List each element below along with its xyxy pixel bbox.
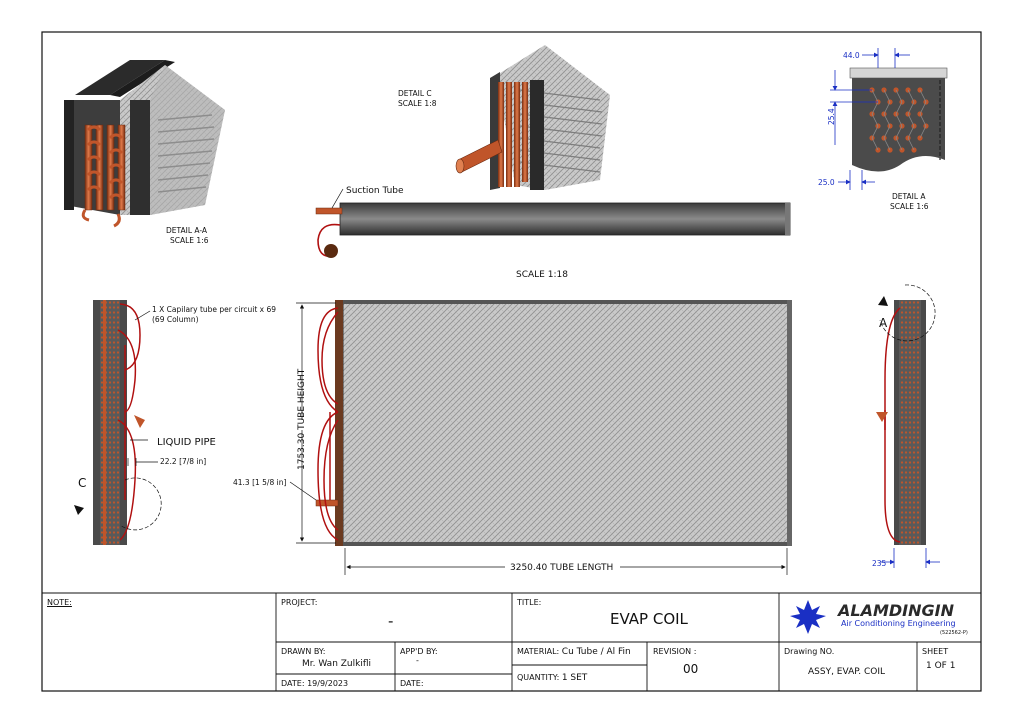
- detail-c-scale: SCALE 1:8: [398, 99, 437, 108]
- capillary-note-1: 1 X Capilary tube per circuit x 69: [152, 305, 276, 314]
- detail-a-view: [830, 48, 948, 190]
- drawing-no-value: ASSY, EVAP. COIL: [808, 667, 886, 677]
- quantity-row: QUANTITY: 1 SET: [517, 673, 587, 683]
- detail-a-title: DETAIL A: [892, 192, 926, 201]
- detail-aa-view: [64, 60, 225, 228]
- quantity-label: QUANTITY:: [517, 673, 560, 682]
- drawing-no-label: Drawing NO.: [784, 647, 835, 656]
- date-value: 19/9/2023: [307, 679, 349, 688]
- revision-value: 00: [683, 662, 699, 676]
- material-value: Cu Tube / Al Fin: [561, 647, 631, 657]
- section-c-label: C: [78, 476, 86, 490]
- tube-length-dim: 3250.40 TUBE LENGTH: [510, 563, 613, 573]
- detail-c-view: [455, 45, 610, 190]
- revision-label: REVISION :: [653, 647, 697, 656]
- side-dim: 235: [872, 559, 887, 568]
- suction-dim: 41.3 [1 5/8 in]: [233, 478, 286, 487]
- sheet-label: SHEET: [922, 647, 949, 656]
- sheet-border: [41, 31, 982, 692]
- appd-by-value: -: [416, 656, 419, 665]
- detail-c-title: DETAIL C: [398, 89, 432, 98]
- detail-aa-scale: SCALE 1:6: [170, 236, 209, 245]
- logo-reg: (522562-P): [940, 630, 968, 636]
- detail-a-scale: SCALE 1:6: [890, 202, 929, 211]
- date-label: DATE: 19/9/2023: [281, 679, 349, 688]
- front-view: [289, 300, 792, 575]
- note-label: NOTE:: [47, 598, 72, 607]
- date2-label: DATE:: [400, 679, 424, 688]
- title-block: [42, 592, 981, 691]
- right-side-view: [876, 284, 940, 568]
- title-value: EVAP COIL: [610, 610, 688, 628]
- drawn-by-label: DRAWN BY:: [281, 647, 326, 656]
- project-value: -: [388, 612, 394, 630]
- fin-pitch-dim: 44.0: [843, 51, 860, 60]
- sheet-value: 1 OF 1: [926, 661, 956, 671]
- drawn-by-value: Mr. Wan Zulkifli: [302, 659, 372, 669]
- material-label: MATERIAL:: [517, 647, 560, 656]
- left-side-view: [74, 300, 162, 545]
- company-logo: ALAMDINGIN Air Conditioning Engineering …: [790, 600, 968, 636]
- tube-pitch-dim: 25.0: [818, 178, 835, 187]
- top-view: [315, 188, 791, 258]
- row-pitch-dim: 25.4: [827, 108, 836, 125]
- title-label: TITLE:: [517, 598, 542, 607]
- section-a-label: A: [879, 316, 888, 330]
- logo-subtitle: Air Conditioning Engineering: [841, 619, 956, 628]
- material-row: MATERIAL: Cu Tube / Al Fin: [517, 647, 631, 657]
- quantity-value: 1 SET: [561, 673, 588, 683]
- logo-name: ALAMDINGIN: [836, 601, 955, 620]
- project-label: PROJECT:: [281, 598, 318, 607]
- main-scale-label: SCALE 1:18: [516, 270, 568, 280]
- detail-aa-title: DETAIL A-A: [166, 226, 208, 235]
- pipe-dim: 22.2 [7/8 in]: [160, 457, 206, 466]
- tube-height-dim: 1753.30 TUBE HEIGHT: [297, 368, 307, 470]
- capillary-note-2: (69 Column): [152, 315, 199, 324]
- suction-tube-label: Suction Tube: [346, 186, 404, 196]
- appd-by-label: APP'D BY:: [400, 647, 438, 656]
- liquid-pipe-label: LIQUID PIPE: [157, 437, 216, 448]
